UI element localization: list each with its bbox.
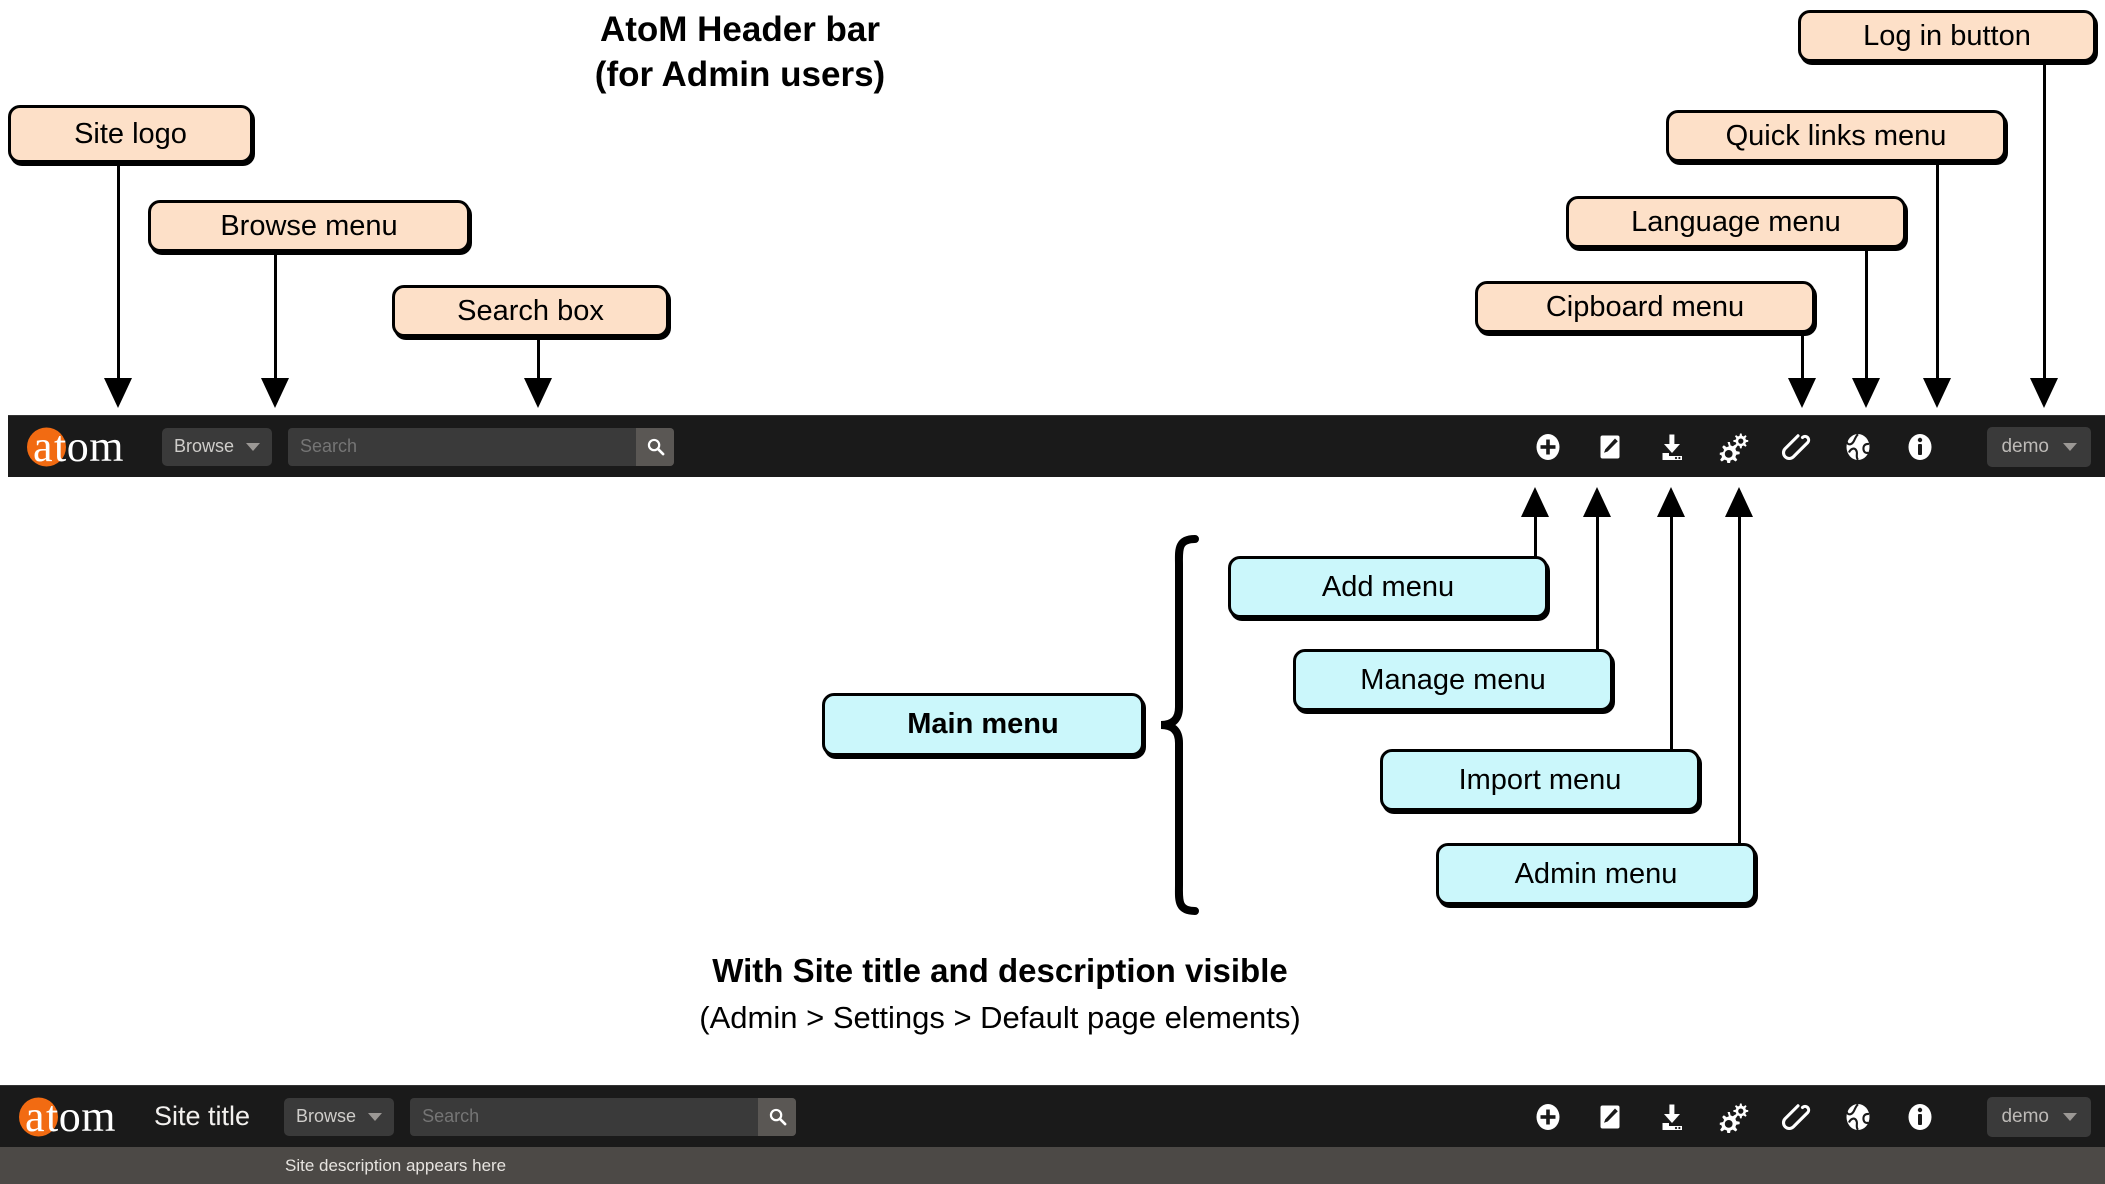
- arrow-log-in-button: [2030, 378, 2058, 408]
- callout-admin-menu: Admin menu: [1436, 843, 1756, 905]
- leader-line-clipboard-menu: [1801, 333, 1804, 378]
- callout-search-box: Search box: [392, 285, 669, 337]
- callout-main-menu: Main menu: [822, 693, 1144, 756]
- import-download-icon[interactable]: [1655, 1100, 1689, 1134]
- site-logo[interactable]: a tom: [27, 421, 124, 471]
- edit-pencil-icon[interactable]: [1593, 430, 1627, 464]
- search-input[interactable]: [288, 427, 637, 466]
- callout-log-in-button-label: Log in button: [1863, 19, 2031, 52]
- search-input[interactable]: [410, 1097, 759, 1136]
- main-menu-icon-row: demo: [1531, 426, 2091, 467]
- gears-admin-icon[interactable]: [1717, 430, 1751, 464]
- arrow-quick-links-menu: [1923, 378, 1951, 408]
- callout-import-menu-label: Import menu: [1458, 763, 1622, 796]
- chevron-down-icon: [246, 442, 261, 451]
- callout-manage-menu: Manage menu: [1293, 649, 1613, 711]
- page-title: AtoM Header bar (for Admin users): [0, 8, 1480, 98]
- leader-line-language-menu: [1865, 248, 1868, 378]
- leader-line-manage-menu: [1596, 517, 1599, 659]
- callout-main-menu-label: Main menu: [907, 708, 1059, 740]
- arrow-browse-menu: [261, 378, 289, 408]
- arrow-clipboard-menu: [1788, 378, 1816, 408]
- page-title-line1: AtoM Header bar: [599, 10, 881, 49]
- logo-orange-circle: [19, 1097, 58, 1136]
- gears-admin-icon[interactable]: [1717, 1100, 1751, 1134]
- logo-orange-circle: [27, 427, 66, 466]
- search-box[interactable]: [288, 427, 675, 466]
- site-title-text: Site title: [153, 1101, 251, 1131]
- chevron-down-icon: [2063, 442, 2077, 451]
- search-submit-button[interactable]: [758, 1097, 797, 1136]
- import-download-icon[interactable]: [1655, 430, 1689, 464]
- logo-letter-a: a: [25, 1091, 46, 1141]
- section-subtitle: (Admin > Settings > Default page element…: [699, 1000, 1301, 1035]
- arrow-admin-menu: [1725, 487, 1753, 517]
- callout-site-logo-label: Site logo: [74, 117, 187, 150]
- arrow-import-menu: [1657, 487, 1685, 517]
- callout-manage-menu-label: Manage menu: [1360, 663, 1546, 696]
- arrow-manage-menu: [1583, 487, 1611, 517]
- browse-menu-button[interactable]: Browse: [161, 427, 273, 466]
- leader-line-site-logo: [117, 163, 120, 378]
- callout-clipboard-menu-label: Cipboard menu: [1545, 290, 1745, 323]
- site-description-text: Site description appears here: [285, 1155, 507, 1175]
- site-logo[interactable]: a tom: [19, 1091, 116, 1141]
- main-menu-icon-row: demo: [1531, 1096, 2091, 1137]
- arrow-language-menu: [1852, 378, 1880, 408]
- leader-line-search-box: [537, 337, 540, 378]
- arrow-search-box: [524, 378, 552, 408]
- site-description-bar: Site description appears here: [0, 1147, 2105, 1184]
- callout-browse-menu-label: Browse menu: [220, 209, 398, 242]
- globe-language-icon[interactable]: [1841, 430, 1875, 464]
- atom-header-bar-with-title: a tom Site title Browse: [0, 1085, 2105, 1147]
- leader-line-admin-menu: [1738, 517, 1741, 853]
- logo-letters-tom: tom: [46, 1091, 116, 1141]
- search-submit-button[interactable]: [636, 427, 675, 466]
- chevron-down-icon: [2063, 1112, 2077, 1121]
- callout-language-menu-label: Language menu: [1631, 205, 1841, 238]
- leader-line-browse-menu: [274, 252, 277, 378]
- callout-add-menu: Add menu: [1228, 556, 1548, 618]
- info-quicklinks-icon[interactable]: [1903, 430, 1937, 464]
- callout-search-box-label: Search box: [457, 294, 604, 327]
- section-title: With Site title and description visible: [712, 952, 1288, 989]
- callout-language-menu: Language menu: [1566, 196, 1906, 248]
- page-title-line2: (for Admin users): [594, 54, 886, 94]
- paperclip-clipboard-icon[interactable]: [1779, 1100, 1813, 1134]
- chevron-down-icon: [368, 1112, 383, 1121]
- callout-admin-menu-label: Admin menu: [1514, 857, 1678, 890]
- logo-letters-tom: tom: [54, 421, 124, 471]
- add-circle-icon[interactable]: [1531, 430, 1565, 464]
- leader-line-quick-links-menu: [1936, 162, 1939, 378]
- arrow-site-logo: [104, 378, 132, 408]
- paperclip-clipboard-icon[interactable]: [1779, 430, 1813, 464]
- atom-header-bar: a tom Browse: [8, 415, 2105, 477]
- log-in-user-label: demo: [2001, 435, 2049, 457]
- callout-quick-links-menu-label: Quick links menu: [1725, 119, 1947, 152]
- browse-menu-button[interactable]: Browse: [284, 1097, 395, 1136]
- info-quicklinks-icon[interactable]: [1903, 1100, 1937, 1134]
- callout-quick-links-menu: Quick links menu: [1666, 110, 2006, 162]
- browse-menu-label: Browse: [296, 1106, 357, 1126]
- leader-line-import-menu: [1670, 517, 1673, 756]
- edit-pencil-icon[interactable]: [1593, 1100, 1627, 1134]
- leader-line-log-in-button: [2043, 62, 2046, 378]
- callout-site-logo: Site logo: [8, 105, 253, 163]
- log-in-user-button[interactable]: demo: [1987, 426, 2091, 467]
- grouping-brace: [1157, 535, 1217, 915]
- log-in-user-label: demo: [2001, 1105, 2049, 1127]
- leader-line-add-menu: [1534, 517, 1537, 582]
- browse-menu-label: Browse: [173, 436, 235, 456]
- logo-letter-a: a: [33, 421, 54, 471]
- log-in-user-button[interactable]: demo: [1987, 1096, 2091, 1137]
- globe-language-icon[interactable]: [1841, 1100, 1875, 1134]
- callout-clipboard-menu: Cipboard menu: [1475, 281, 1815, 333]
- callout-log-in-button: Log in button: [1798, 10, 2096, 62]
- callout-browse-menu: Browse menu: [148, 200, 470, 252]
- arrow-add-menu: [1521, 487, 1549, 517]
- search-box[interactable]: [410, 1097, 797, 1136]
- add-circle-icon[interactable]: [1531, 1100, 1565, 1134]
- callout-add-menu-label: Add menu: [1321, 570, 1455, 603]
- callout-import-menu: Import menu: [1380, 749, 1700, 811]
